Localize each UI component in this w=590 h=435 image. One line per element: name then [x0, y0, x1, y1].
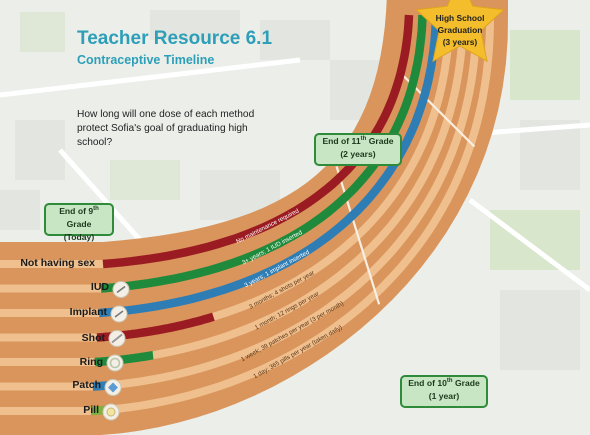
page-title: Teacher Resource 6.1 [77, 28, 273, 49]
bar-iud [100, 14, 427, 293]
milestone-start-text-b: Grade [66, 219, 92, 229]
implant-icon-mark [114, 310, 124, 318]
milestone-grade10-title: End of 10th Grade [408, 378, 480, 388]
milestone-grade11-title: End of 11th Grade [322, 136, 393, 146]
milestone-start: End of 9th Grade (Today) [44, 203, 114, 242]
milestone-start-sup: th [93, 206, 99, 212]
label-patch: Patch [72, 379, 101, 391]
milestone-start-title: End of 9th Grade [59, 206, 99, 229]
milestone-start-sub: (Today) [63, 232, 95, 242]
label-ring: Ring [79, 356, 103, 368]
lane-7 [0, 14, 494, 415]
year-1-marker [335, 166, 381, 305]
map-block [110, 160, 180, 200]
label-implant: Implant [69, 306, 107, 318]
graduation-label: High School Graduation (3 years) [424, 12, 496, 48]
graduation-star [415, 0, 505, 63]
shot-icon-mark [111, 333, 123, 344]
milestone-grade11-text: End of 11 [322, 136, 361, 146]
map-block [20, 12, 65, 52]
map-block [260, 20, 330, 60]
lane-5 [0, 14, 467, 366]
graduation-line3: (3 years) [442, 37, 478, 47]
iud-icon-mark [116, 285, 126, 294]
map-block [510, 30, 580, 100]
method-icons [102, 281, 130, 421]
milestone-grade11-sub: (2 years) [340, 149, 376, 159]
map-street [58, 148, 142, 242]
milestone-grade11-text-b: Grade [366, 136, 394, 146]
map-block [500, 290, 580, 370]
graduation-line1: High School [435, 13, 485, 23]
page-subtitle: Contraceptive Timeline [77, 53, 215, 67]
milestone-grade10-text: End of 10 [408, 378, 447, 388]
pill-icon-mark [106, 407, 116, 417]
milestone-grade10-text-b: Grade [452, 378, 480, 388]
milestone-grade10-sup: th [446, 378, 453, 384]
milestone-grade11-sup: th [360, 136, 367, 142]
question-text: How long will one dose of each method pr… [77, 109, 255, 148]
bar-ring [94, 350, 154, 367]
label-shot: Shot [81, 332, 105, 344]
ring-icon [106, 354, 124, 372]
milestone-grade10-sub: (1 year) [428, 391, 460, 401]
milestone-grade11: End of 11th Grade (2 years) [314, 133, 402, 166]
label-not-having-sex: Not having sex [20, 257, 95, 269]
bar-not-having-sex [102, 14, 414, 269]
bar-implant [98, 14, 441, 318]
map-block [15, 120, 65, 180]
map-block [150, 10, 240, 40]
milestone-grade10: End of 10th Grade (1 year) [400, 375, 488, 408]
label-pill: Pill [83, 404, 99, 416]
lane-6 [0, 14, 481, 391]
map-block [0, 190, 40, 230]
map-street [468, 198, 590, 292]
graduation-line2: Graduation [437, 25, 483, 35]
milestone-start-text: End of 9 [59, 206, 94, 216]
ring-icon-mark [109, 357, 121, 369]
map-block [490, 210, 580, 270]
label-iud: IUD [90, 281, 109, 293]
map-street [0, 57, 301, 98]
road [0, 0, 508, 435]
